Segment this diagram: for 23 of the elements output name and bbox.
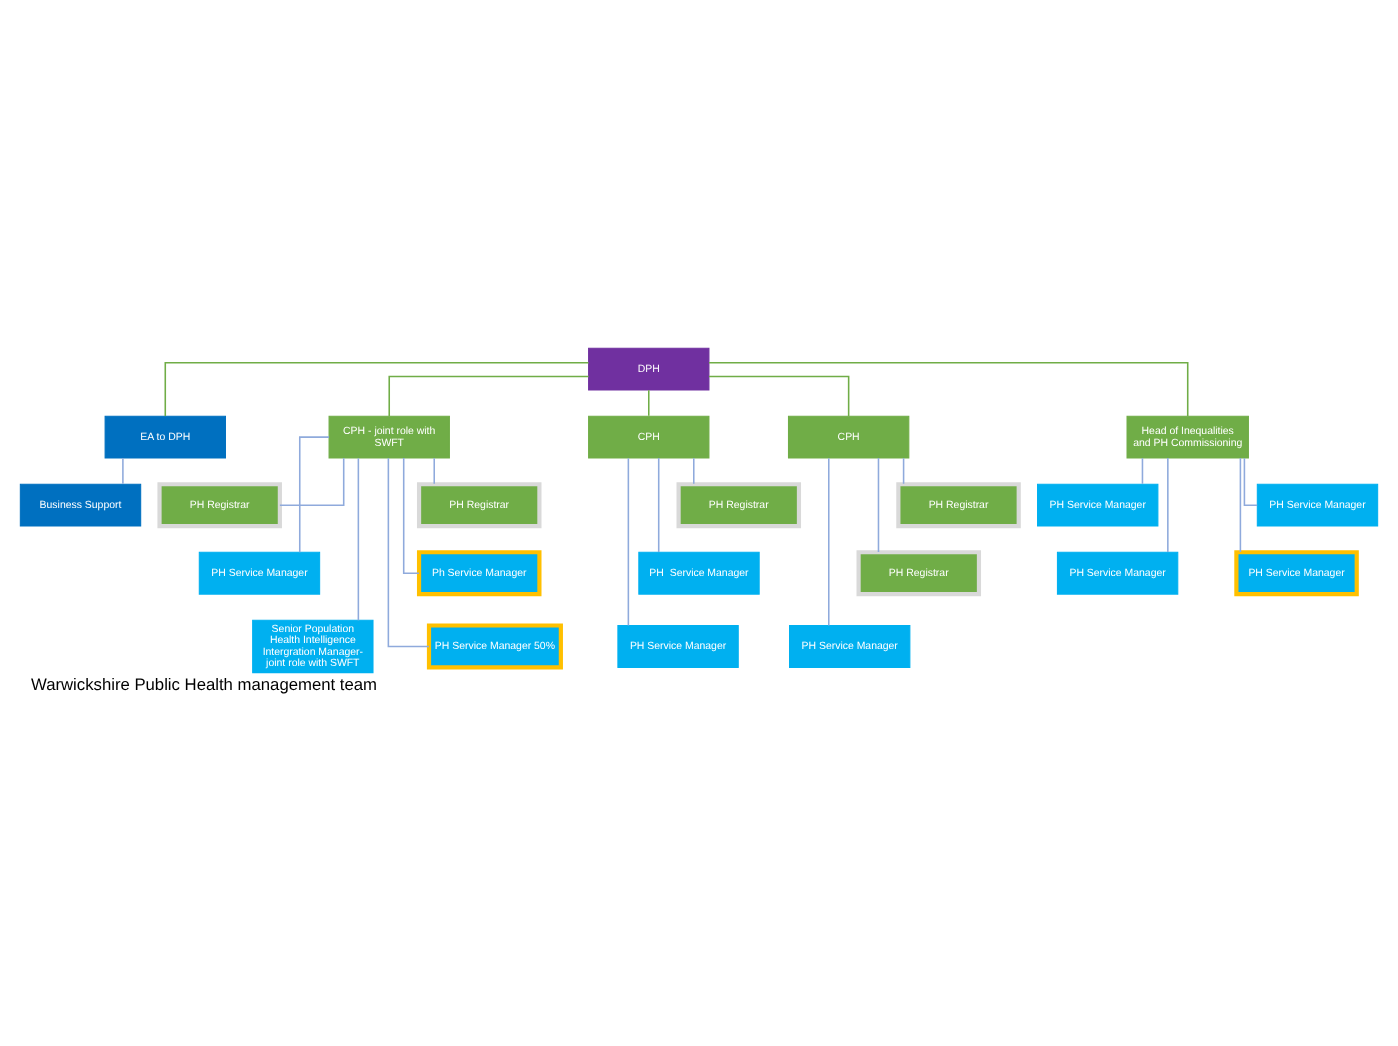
connector: [828, 456, 830, 626]
connector: [657, 456, 660, 552]
connector: [1243, 456, 1258, 505]
connector: [402, 456, 420, 573]
connector: [1239, 456, 1242, 552]
connector: [388, 374, 590, 416]
connector: [627, 456, 630, 626]
caption: Warwickshire Public Health management team: [31, 673, 377, 694]
connector: [387, 456, 430, 647]
connector: [693, 456, 695, 484]
connector: [708, 361, 1189, 416]
connector: [357, 456, 360, 621]
connector: [279, 456, 345, 505]
connector: [902, 456, 905, 484]
connector: [164, 361, 590, 416]
connector: [1141, 456, 1144, 484]
connector: [122, 456, 124, 484]
connector: [1167, 456, 1169, 552]
connector: [433, 456, 435, 484]
connector: [708, 374, 850, 416]
connector: [298, 435, 330, 552]
connector: [877, 456, 880, 552]
connector: [648, 388, 650, 416]
